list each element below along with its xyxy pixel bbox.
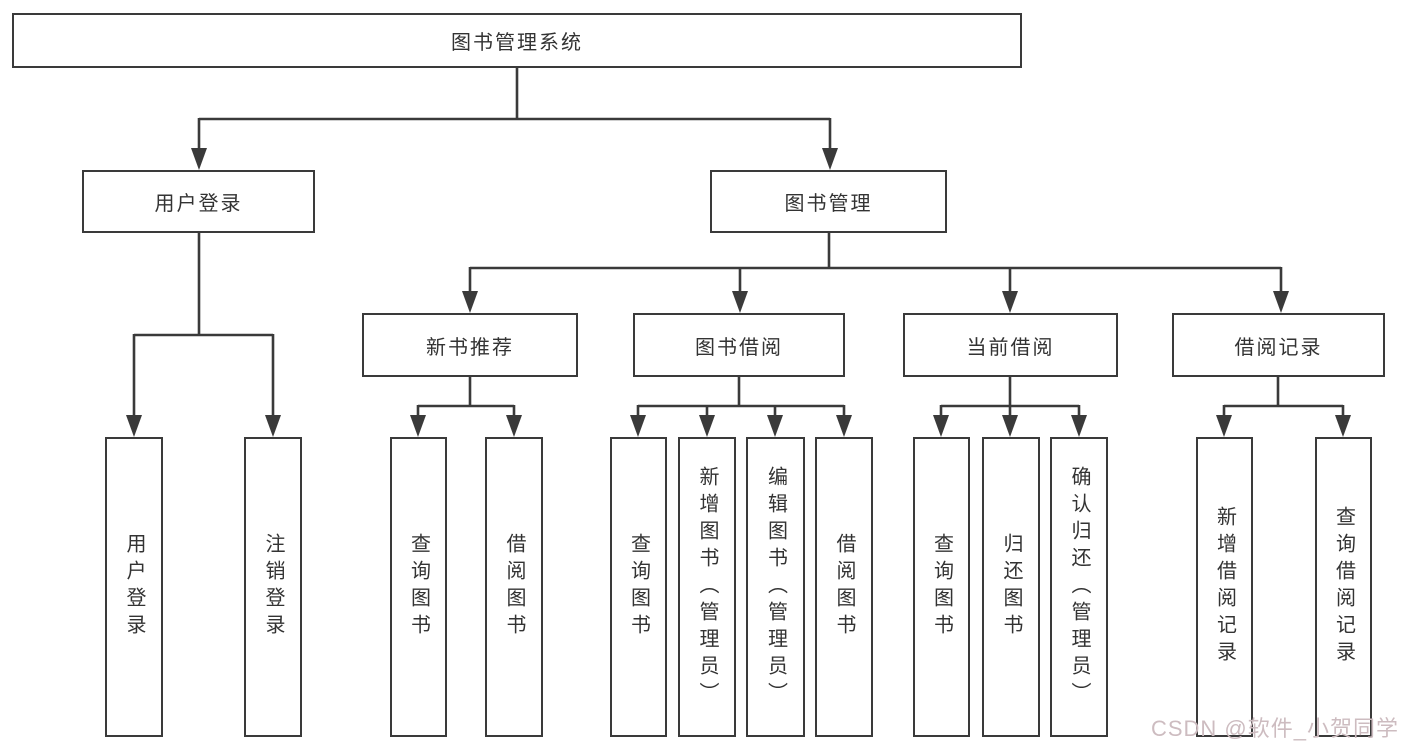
node-new-book-recommendation: 新书推荐 xyxy=(362,313,578,377)
node-label: 用户登录 xyxy=(154,193,243,215)
node-label: 当前借阅 xyxy=(966,336,1055,359)
node-label: 新增图书（管理员） xyxy=(696,465,718,709)
node-label: 新书推荐 xyxy=(426,336,514,359)
node-label: 注销登录 xyxy=(262,533,284,641)
leaf-borrow-books-recommend: 借阅图书 xyxy=(485,437,543,737)
leaf-logout: 注销登录 xyxy=(244,437,302,737)
node-label: 借阅图书 xyxy=(503,533,525,641)
leaf-confirm-return-admin: 确认归还（管理员） xyxy=(1050,437,1108,737)
node-label: 查询借阅记录 xyxy=(1332,506,1355,668)
node-label: 新增借阅记录 xyxy=(1213,506,1236,668)
leaf-borrow-book: 借阅图书 xyxy=(815,437,873,737)
node-label: 归还图书 xyxy=(1000,533,1022,641)
node-label: 图书借阅 xyxy=(695,336,783,359)
node-current-borrowing: 当前借阅 xyxy=(903,313,1118,377)
leaf-return-book: 归还图书 xyxy=(982,437,1040,737)
arrowhead-icons xyxy=(126,148,1351,437)
leaf-query-borrow-record: 查询借阅记录 xyxy=(1315,437,1372,737)
node-user-login-branch: 用户登录 xyxy=(82,170,315,233)
node-label: 图书管理系统 xyxy=(451,32,583,54)
node-label: 查询图书 xyxy=(407,533,430,641)
node-book-borrowing: 图书借阅 xyxy=(633,313,845,377)
node-label: 图书管理 xyxy=(784,193,873,215)
node-book-management-branch: 图书管理 xyxy=(710,170,947,233)
node-label: 编辑图书（管理员） xyxy=(764,465,787,709)
node-borrowing-records: 借阅记录 xyxy=(1172,313,1385,377)
node-label: 确认归还（管理员） xyxy=(1068,465,1090,709)
node-label: 查询图书 xyxy=(627,533,650,641)
leaf-edit-book-admin: 编辑图书（管理员） xyxy=(746,437,805,737)
node-library-management-system: 图书管理系统 xyxy=(12,13,1022,68)
leaf-add-book-admin: 新增图书（管理员） xyxy=(678,437,736,737)
node-label: 借阅图书 xyxy=(833,533,855,641)
node-label: 用户登录 xyxy=(123,533,145,641)
leaf-query-books-current: 查询图书 xyxy=(913,437,970,737)
leaf-add-borrow-record: 新增借阅记录 xyxy=(1196,437,1253,737)
leaf-query-books-borrowing: 查询图书 xyxy=(610,437,667,737)
node-label: 借阅记录 xyxy=(1234,336,1323,359)
leaf-user-login: 用户登录 xyxy=(105,437,163,737)
node-label: 查询图书 xyxy=(930,533,953,641)
leaf-query-books-recommend: 查询图书 xyxy=(390,437,447,737)
